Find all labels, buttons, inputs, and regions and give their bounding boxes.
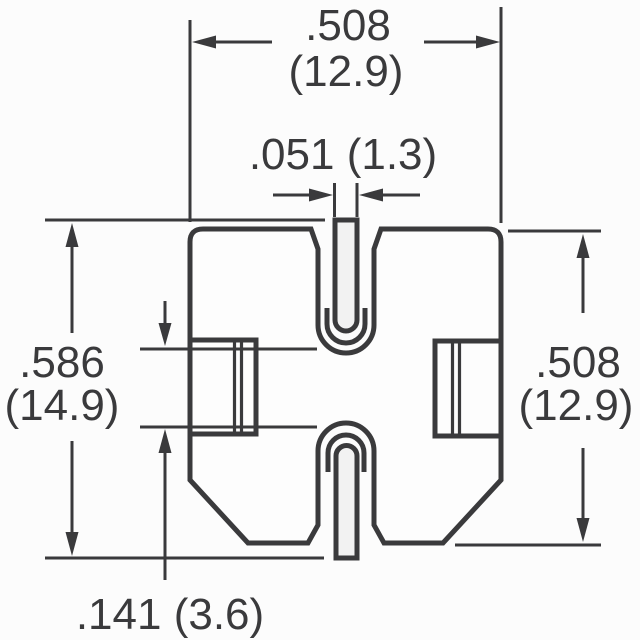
dim-arrow-band-bottom-icon	[158, 429, 172, 453]
right-terminal-band	[432, 338, 504, 439]
dim-arrow-body-down-icon	[576, 518, 590, 542]
dim-arrow-wire-left-icon	[309, 188, 333, 202]
top-width-mm-label: (12.9)	[289, 47, 404, 96]
overall-height-inches-label: .586	[19, 338, 105, 387]
body-height-inches-label: .508	[535, 338, 621, 387]
overall-height-mm-label: (14.9)	[5, 381, 120, 430]
terminal-wire-width-label: .051 (1.3)	[249, 130, 437, 179]
body-height-mm-label: (12.9)	[519, 381, 634, 430]
bottom-terminal-wire	[333, 443, 360, 561]
terminal-band-height-label: .141 (3.6)	[76, 590, 264, 639]
dim-arrow-band-top-icon	[158, 323, 172, 346]
dim-arrow-wire-right-icon	[359, 188, 383, 202]
dim-arrow-overall-up-icon	[65, 223, 79, 247]
component-body-outline	[187, 226, 504, 546]
dim-arrow-overall-down-icon	[65, 532, 79, 556]
left-terminal-band	[187, 337, 259, 437]
dim-arrow-body-up-icon	[576, 234, 590, 258]
top-width-inches-label: .508	[305, 1, 391, 50]
dim-arrow-left-icon	[192, 35, 216, 49]
bottom-slot-groove	[325, 432, 367, 472]
dim-arrow-right-icon	[476, 35, 500, 49]
top-terminal-wire	[332, 217, 360, 334]
top-slot-groove	[324, 308, 368, 346]
